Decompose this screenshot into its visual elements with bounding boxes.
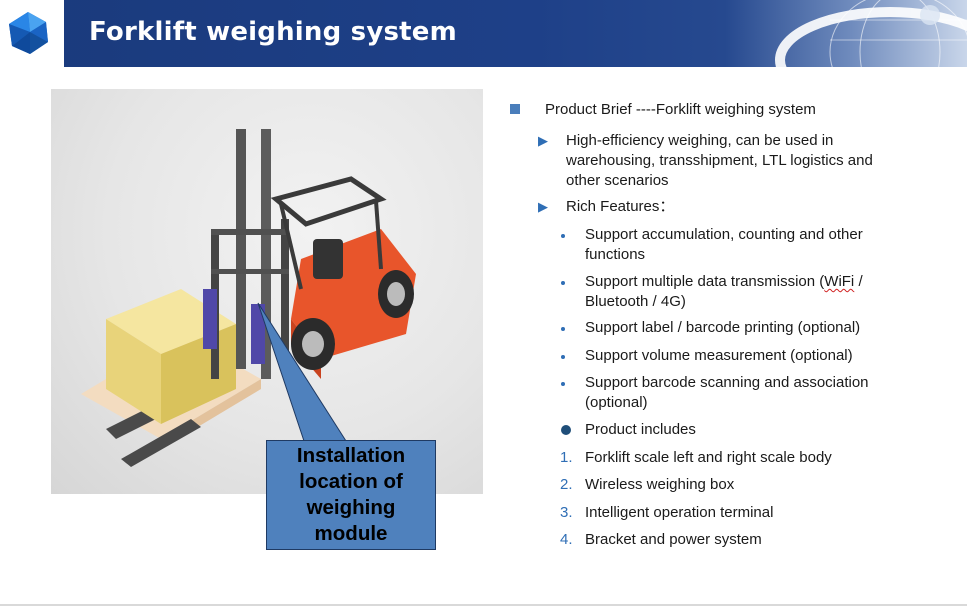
page-title: Forklift weighing system	[89, 17, 457, 47]
includes-item: Intelligent operation terminal	[585, 504, 774, 521]
dot-bullet-icon	[561, 355, 565, 359]
list-number: 4.	[560, 531, 573, 548]
header-banner: Forklift weighing system	[0, 0, 967, 67]
list-number: 2.	[560, 476, 573, 493]
callout-text: Installation location of weighing module	[296, 444, 406, 545]
feature-wifi-text: WiFi	[824, 273, 855, 290]
list-number: 3.	[560, 504, 573, 521]
feature-item: Support volume measurement (optional)	[585, 347, 853, 364]
feature-item: Support label / barcode printing (option…	[585, 319, 861, 336]
feature-item: Support accumulation, counting and other…	[585, 226, 863, 263]
includes-item: Bracket and power system	[585, 531, 762, 548]
includes-item: Wireless weighing box	[585, 476, 735, 493]
includes-heading: Product includes	[585, 421, 696, 438]
dot-bullet-icon	[561, 327, 565, 331]
dot-bullet-icon	[561, 234, 565, 238]
brief-bullet-features: Rich Features：	[566, 198, 675, 215]
includes-item: Forklift scale left and right scale body	[585, 449, 832, 466]
installation-callout: Installation location of weighing module	[266, 440, 436, 550]
triangle-bullet-icon: ▶	[538, 133, 548, 148]
feature-item: Support barcode scanning and association…	[585, 374, 869, 411]
company-logo	[0, 0, 64, 67]
triangle-bullet-icon: ▶	[538, 199, 548, 214]
feature-text-tail: / Bluetooth / 4G)	[585, 273, 863, 310]
dot-bullet-icon	[561, 281, 565, 285]
brief-bullet-efficiency: High-efficiency weighing, can be used in…	[566, 132, 873, 189]
dot-bullet-icon	[561, 425, 571, 435]
dot-bullet-icon	[561, 382, 565, 386]
globe-graphic	[775, 0, 967, 67]
list-number: 1.	[560, 449, 573, 466]
square-bullet-icon	[510, 104, 520, 114]
feature-item: Support multiple data transmission (WiFi…	[585, 272, 915, 312]
feature-text: Support multiple data transmission (	[585, 273, 825, 290]
brief-heading: Product Brief ----Forklift weighing syst…	[545, 101, 816, 118]
footer-divider	[0, 604, 967, 606]
